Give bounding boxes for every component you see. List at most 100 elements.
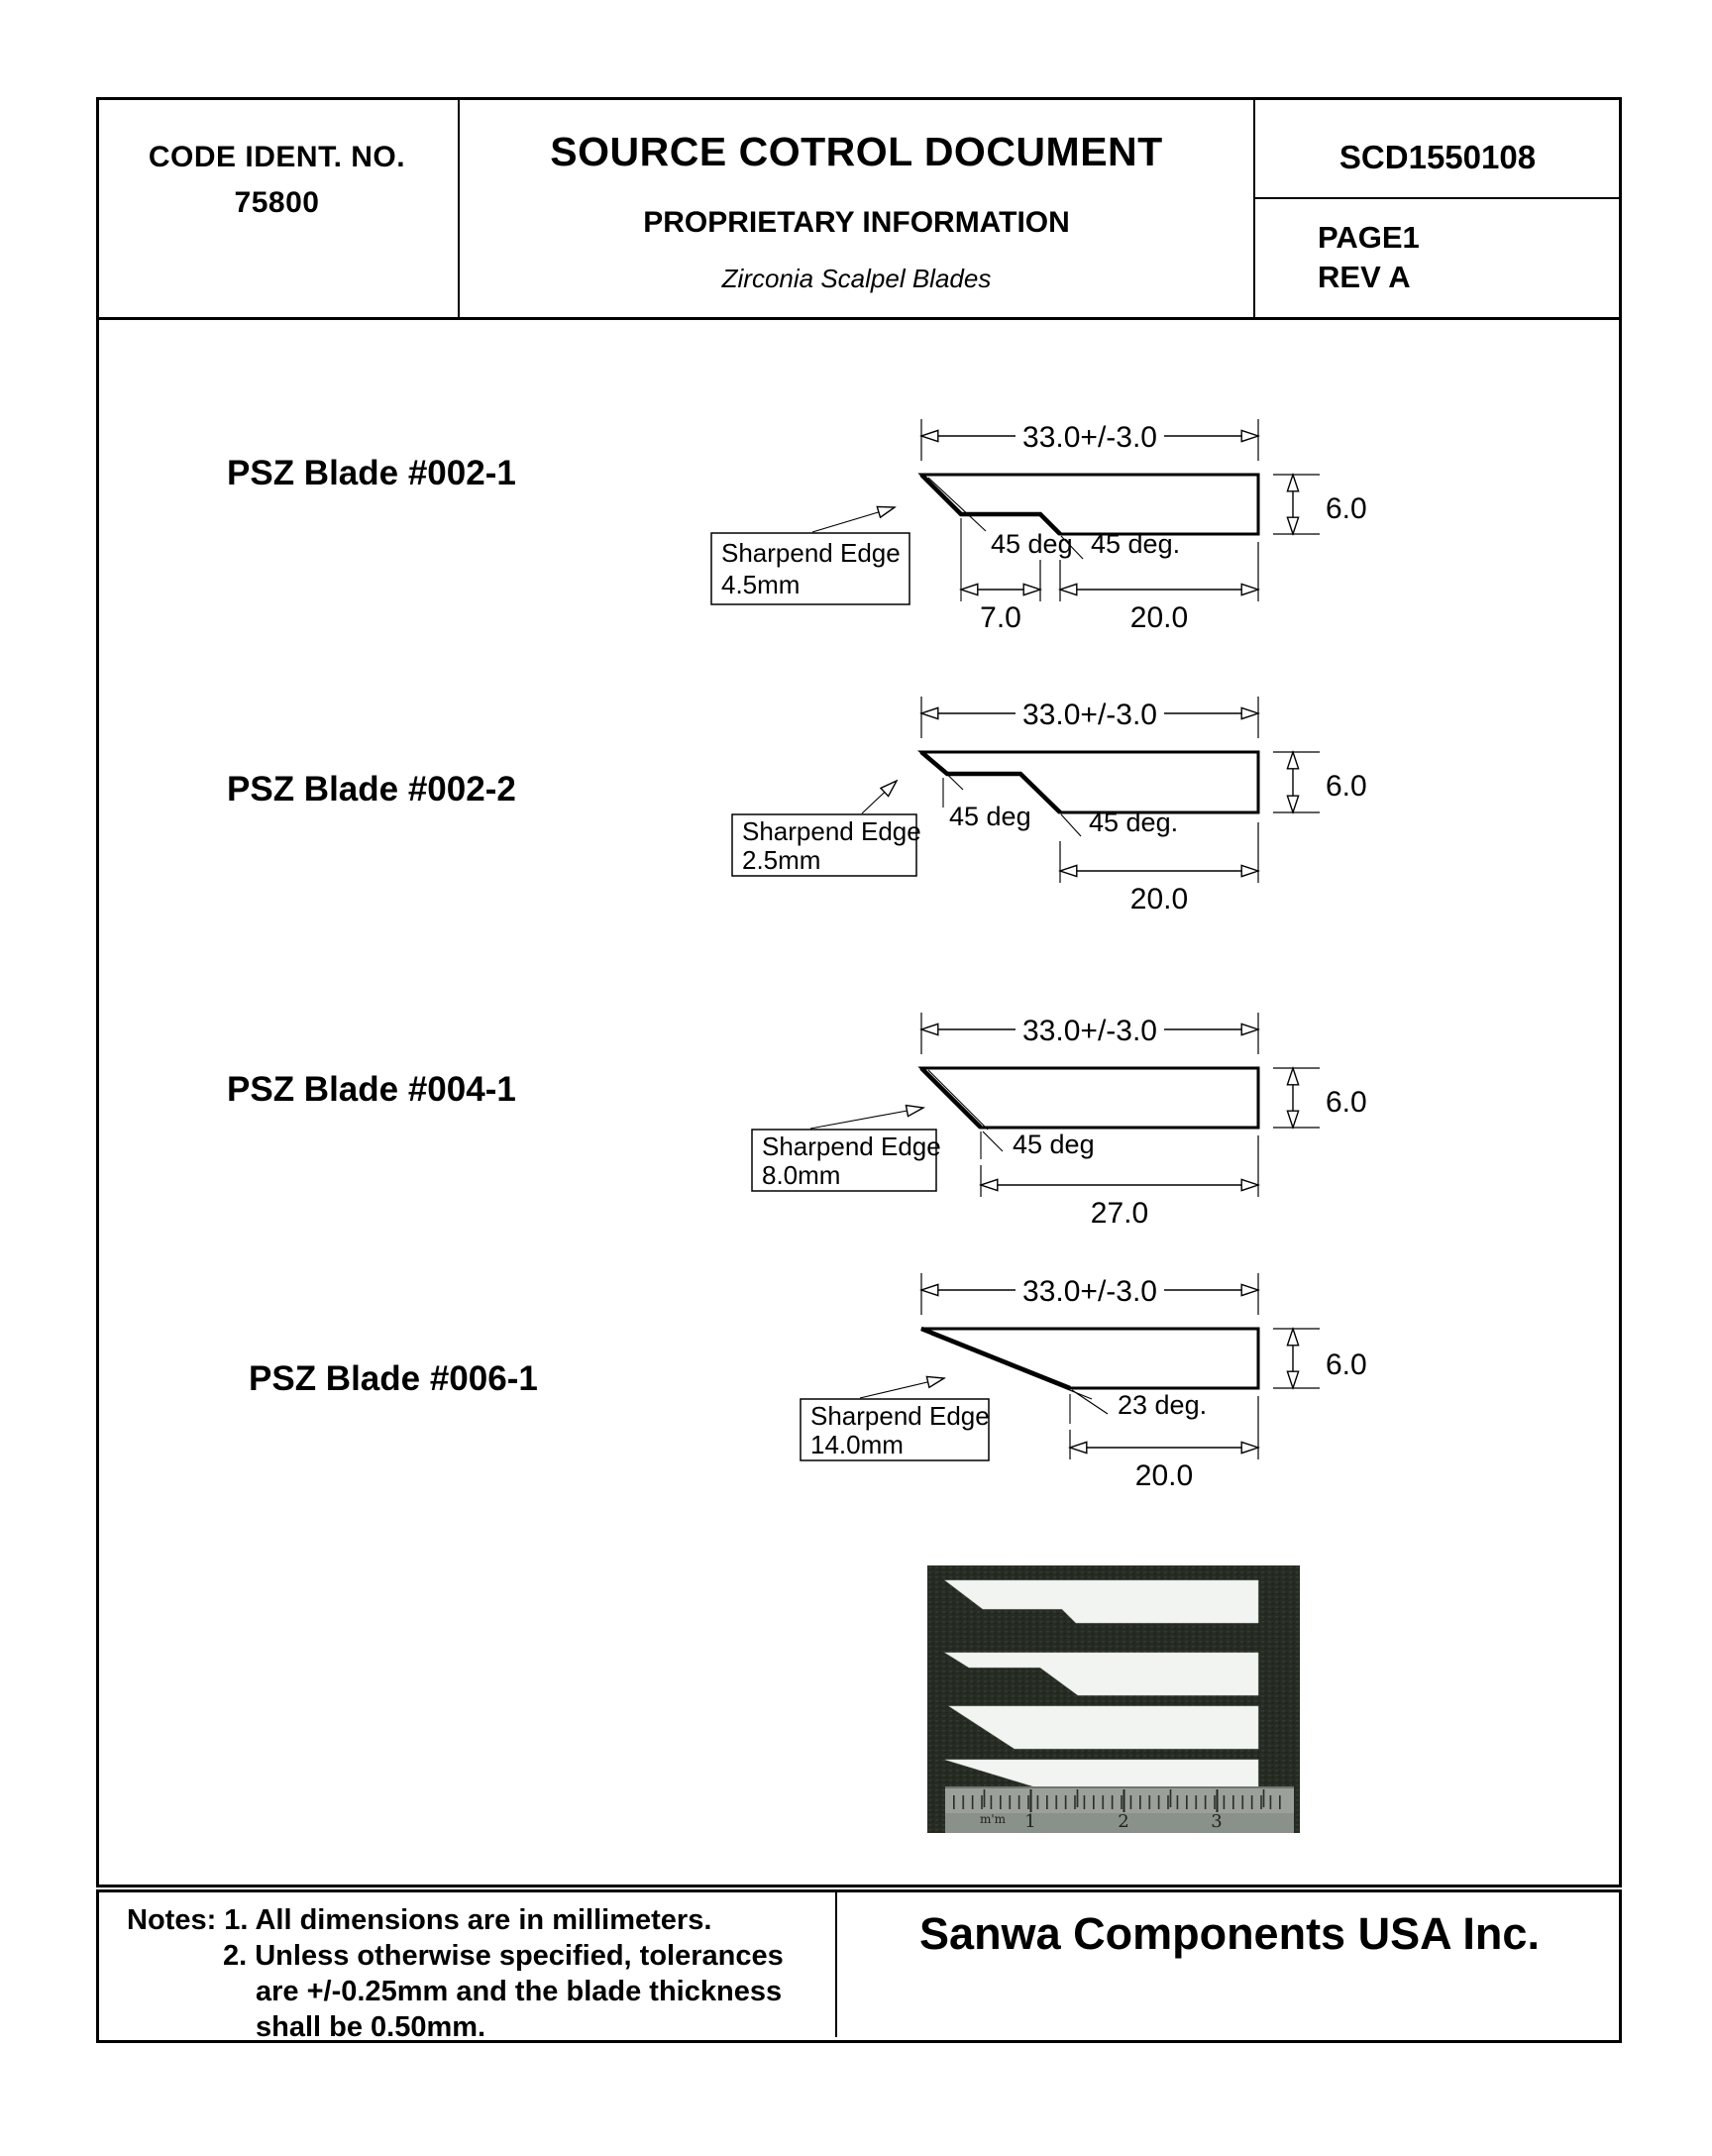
edge-length-text: 4.5mm — [721, 570, 800, 599]
ruler-mark-3: 3 — [1211, 1811, 1222, 1832]
blade-002-2-drawing: 33.0+/-3.0 45 deg 45 deg. 20.0 6.0 Sharp… — [731, 697, 1367, 916]
length-dim-text: 33.0+/-3.0 — [1022, 1275, 1157, 1308]
leader-arrow — [861, 781, 897, 814]
edge-label-text: Sharpend Edge — [742, 816, 921, 846]
proprietary-label: PROPRIETARY INFORMATION — [643, 206, 1070, 239]
bottom-dim-right-text: 20.0 — [1130, 883, 1188, 916]
angle-right-text: 45 deg. — [1091, 529, 1180, 559]
length-dimension — [921, 1013, 1258, 1054]
angle-left-text: 45 deg — [1013, 1130, 1095, 1159]
blade-006-1-drawing: 33.0+/-3.0 23 deg. 20.0 6.0 Sharpend Edg… — [800, 1273, 1367, 1492]
callout-line — [1060, 535, 1084, 560]
edge-length-text: 2.5mm — [742, 845, 820, 875]
blade-outline — [917, 473, 1260, 536]
cutting-edge — [919, 750, 1062, 814]
footer-note-line-3: are +/-0.25mm and the blade thickness — [256, 1976, 783, 2007]
code-ident-label: CODE IDENT. NO. — [148, 141, 406, 173]
blade-006-1-title: PSZ Blade #006-1 — [249, 1359, 538, 1398]
document-border — [96, 97, 1622, 1887]
document-title: SOURCE COTROL DOCUMENT — [550, 129, 1163, 174]
length-dim-text: 33.0+/-3.0 — [1022, 1015, 1157, 1047]
angle-right-text: 45 deg. — [1089, 808, 1178, 837]
bottom-dim-right-text: 20.0 — [1130, 601, 1188, 634]
leader-arrow — [859, 1378, 944, 1399]
page-number: PAGE1 — [1318, 220, 1420, 255]
header-divider-right — [1253, 99, 1255, 317]
footer-box — [96, 1889, 1622, 2043]
edge-label-box — [751, 1129, 937, 1192]
bottom-dimensions — [1070, 1396, 1258, 1459]
height-dimension — [1273, 1329, 1320, 1388]
ruler-mark-2: 2 — [1118, 1811, 1128, 1832]
callout-line — [982, 1131, 1004, 1152]
angle-callouts — [942, 778, 1082, 837]
footer-note-line-2: 2. Unless otherwise specified, tolerance… — [223, 1940, 784, 1972]
height-dimension — [1273, 1068, 1320, 1128]
cutting-edge — [919, 473, 1062, 536]
header-divider-left — [458, 99, 460, 317]
footer-note-line-4: shall be 0.50mm. — [256, 2011, 486, 2043]
length-dimension — [921, 1273, 1258, 1315]
blade-002-2-title: PSZ Blade #002-2 — [227, 770, 516, 808]
bottom-dim-left-text: 7.0 — [980, 601, 1021, 634]
angle-left-text: 45 deg — [949, 802, 1031, 831]
blade-004-1-title: PSZ Blade #004-1 — [227, 1070, 516, 1109]
leader-arrow — [809, 1108, 923, 1130]
angle-callouts — [1069, 1389, 1109, 1424]
photo-ruler: m'm 1 2 3 — [945, 1786, 1294, 1833]
bottom-dimensions — [981, 1135, 1258, 1197]
revision-label: REV A — [1318, 260, 1411, 294]
callout-line — [1060, 813, 1082, 837]
length-dim-text: 33.0+/-3.0 — [1022, 699, 1157, 731]
height-dimension — [1273, 752, 1320, 812]
blade-004-1-drawing: 33.0+/-3.0 45 deg 27.0 6.0 Sharpend Edge… — [751, 1013, 1367, 1230]
photo-blades — [943, 1579, 1259, 1803]
code-ident-value: 75800 — [234, 186, 320, 219]
angle-callouts — [980, 1131, 1004, 1159]
edge-label-box — [800, 1398, 990, 1461]
leader-arrow — [811, 507, 895, 533]
blade-outline — [920, 1327, 1260, 1390]
bevel-line — [927, 477, 987, 532]
bottom-dim-text: 20.0 — [1135, 1459, 1193, 1492]
footer-note-line-1: Notes: 1. All dimensions are in millimet… — [127, 1904, 712, 1936]
bottom-dim-text: 27.0 — [1091, 1197, 1148, 1230]
header-docnum-rule — [1255, 197, 1620, 199]
ruler-major-ticks — [1029, 1789, 1219, 1812]
bevel-line — [926, 754, 964, 791]
height-dim-text: 6.0 — [1326, 770, 1367, 803]
photo-blade-004-1 — [947, 1705, 1259, 1750]
edge-label-text: Sharpend Edge — [810, 1401, 990, 1431]
document-number: SCD1550108 — [1338, 139, 1537, 175]
angle-text: 23 deg. — [1118, 1390, 1207, 1420]
bevel-line — [930, 1334, 1093, 1400]
cutting-edge — [920, 1326, 1071, 1391]
bottom-dimensions — [1060, 822, 1258, 883]
angle-left-text: 45 deg — [991, 529, 1073, 559]
ruler-mark-1: 1 — [1024, 1811, 1035, 1832]
edge-length-text: 14.0mm — [810, 1430, 904, 1459]
length-dimension — [921, 419, 1258, 461]
cutting-edge — [919, 1066, 983, 1130]
blades-photo: m'm 1 2 3 — [927, 1565, 1300, 1833]
height-dimension — [1273, 475, 1320, 534]
edge-label-box — [731, 813, 917, 877]
height-dim-text: 6.0 — [1326, 492, 1367, 525]
ruler-unit-label: m'm — [980, 1812, 1007, 1826]
photo-blade-002-1 — [944, 1579, 1259, 1624]
height-dim-text: 6.0 — [1326, 1086, 1367, 1119]
header-bottom-rule — [96, 317, 1622, 320]
bottom-dimensions — [961, 542, 1258, 601]
ruler-minor-ticks — [951, 1787, 1288, 1833]
callout-line — [1071, 1389, 1109, 1415]
height-dim-text: 6.0 — [1326, 1348, 1367, 1381]
edge-label-text: Sharpend Edge — [721, 538, 901, 568]
length-dimension — [921, 697, 1258, 738]
photo-blade-002-2 — [943, 1652, 1259, 1696]
edge-length-text: 8.0mm — [762, 1160, 840, 1190]
edge-label-text: Sharpend Edge — [762, 1132, 941, 1161]
blade-002-1-title: PSZ Blade #002-1 — [227, 454, 516, 492]
company-name: Sanwa Components USA Inc. — [919, 1908, 1540, 1959]
length-dim-text: 33.0+/-3.0 — [1022, 421, 1157, 454]
